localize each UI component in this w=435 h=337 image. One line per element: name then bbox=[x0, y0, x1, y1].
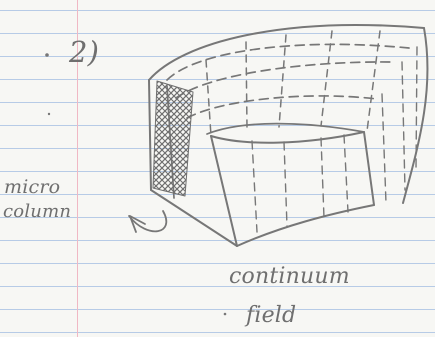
continuum-field-label-line1: continuum bbox=[229, 264, 350, 289]
left-bottom-edge bbox=[151, 190, 237, 246]
micro-column-label-line2: column bbox=[3, 201, 71, 222]
front-right-edge bbox=[364, 132, 374, 205]
right-dash-2 bbox=[402, 62, 405, 190]
right-dash-1 bbox=[382, 94, 386, 203]
front-dash-2 bbox=[284, 142, 287, 226]
continuum-field-label-line2: field bbox=[246, 303, 296, 328]
figure-number: 2) bbox=[69, 35, 99, 69]
left-front-edge bbox=[149, 80, 151, 190]
front-dash-3 bbox=[321, 138, 324, 218]
radial-line-2 bbox=[246, 42, 247, 128]
front-dash-4 bbox=[344, 135, 348, 212]
outer-top-edge bbox=[149, 25, 424, 80]
micro-column-hatching bbox=[153, 81, 193, 196]
radial-line-3 bbox=[279, 35, 286, 127]
inner-arc-base bbox=[207, 124, 364, 134]
right-dash-3 bbox=[416, 47, 417, 170]
inner-arc-low bbox=[187, 96, 377, 118]
front-top-edge bbox=[211, 132, 364, 143]
front-left-edge bbox=[211, 136, 237, 246]
pencil-dot bbox=[45, 53, 49, 57]
front-bottom-edge bbox=[237, 205, 374, 246]
pencil-dot-small bbox=[48, 113, 50, 115]
front-dash-1 bbox=[252, 141, 257, 232]
outer-right-edge bbox=[403, 28, 428, 203]
micro-column-label-line1: micro bbox=[4, 176, 60, 198]
radial-line-1 bbox=[206, 60, 211, 136]
pencil-dot-bottom bbox=[224, 313, 227, 316]
